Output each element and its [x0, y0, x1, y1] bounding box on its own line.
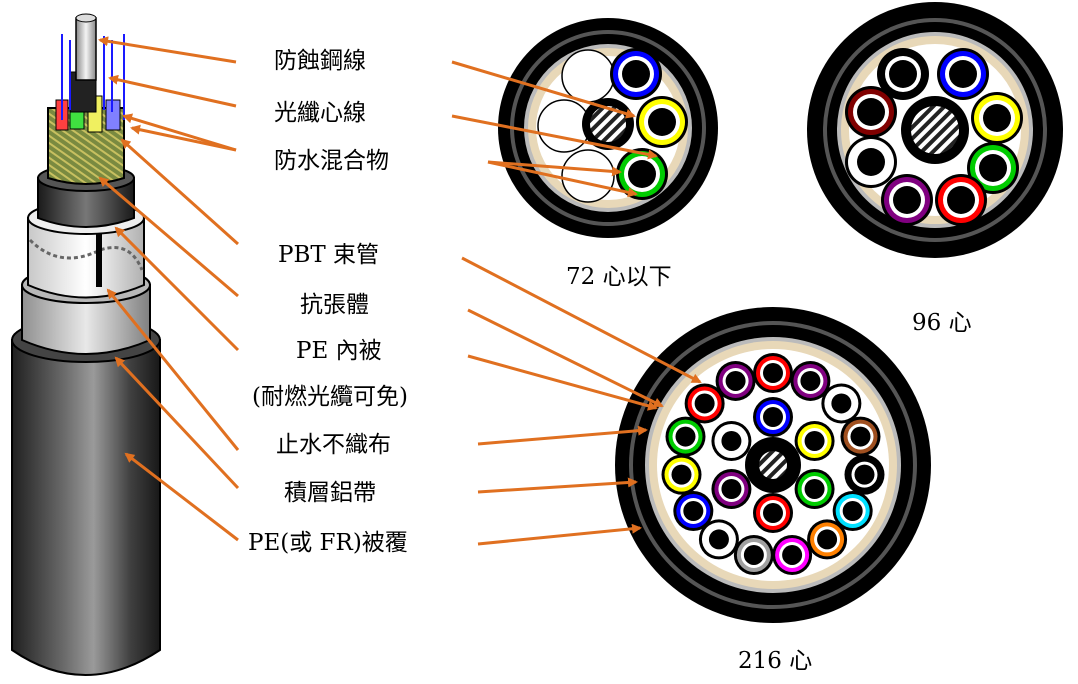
label-strength-member: 抗張體	[300, 292, 369, 318]
fiber-tube	[832, 491, 873, 531]
fiber-tube	[711, 421, 752, 461]
label-water-block-tape: 止水不織布	[276, 432, 391, 458]
fiber-tube	[772, 534, 813, 575]
fiber-tube	[753, 397, 793, 437]
cross-section-216	[615, 307, 931, 623]
fiber-tube	[711, 469, 752, 509]
fiber-tube	[698, 519, 739, 560]
label-water-compound: 防水混合物	[274, 148, 389, 174]
water-blocking-tape-shape	[27, 217, 145, 299]
label-pe-inner: PE 內被	[296, 338, 382, 364]
fiber-tube	[665, 416, 706, 457]
fiber-tube	[753, 493, 793, 533]
fiber-tube	[790, 360, 831, 401]
label-pe-inner-note: (耐燃光纜可免)	[252, 384, 408, 410]
label-aluminum-tape: 積層鋁帶	[284, 480, 376, 506]
fiber-tube	[715, 360, 756, 401]
fiber-tube	[794, 421, 835, 461]
label-outer-sheath: PE(或 FR)被覆	[248, 530, 408, 556]
outer-sheath-shape	[11, 339, 161, 676]
cross-section-72	[498, 18, 718, 238]
fiber-tube	[844, 454, 885, 495]
caption-96: 96 心	[912, 310, 972, 336]
fiber-tube	[753, 353, 793, 393]
caption-72: 72 心以下	[566, 264, 672, 290]
fiber-tube	[794, 469, 835, 509]
fiber-tube	[684, 383, 725, 424]
fiber-tube	[673, 491, 714, 531]
label-steel-wire: 防蝕鋼線	[274, 48, 366, 74]
fiber-tube	[840, 416, 881, 457]
arrows	[98, 36, 702, 546]
caption-216: 216 心	[738, 648, 813, 674]
fiber-tube	[807, 519, 848, 560]
fiber-tube	[733, 534, 774, 575]
cable-cutaway	[11, 13, 161, 676]
steel-wire-rod	[75, 17, 97, 81]
cross-section-96	[807, 2, 1063, 258]
fiber-tube	[661, 454, 702, 495]
label-fiber-core: 光纖心線	[274, 100, 366, 126]
fiber-tube	[821, 383, 862, 424]
label-pbt-tube: PBT 束管	[278, 242, 380, 268]
